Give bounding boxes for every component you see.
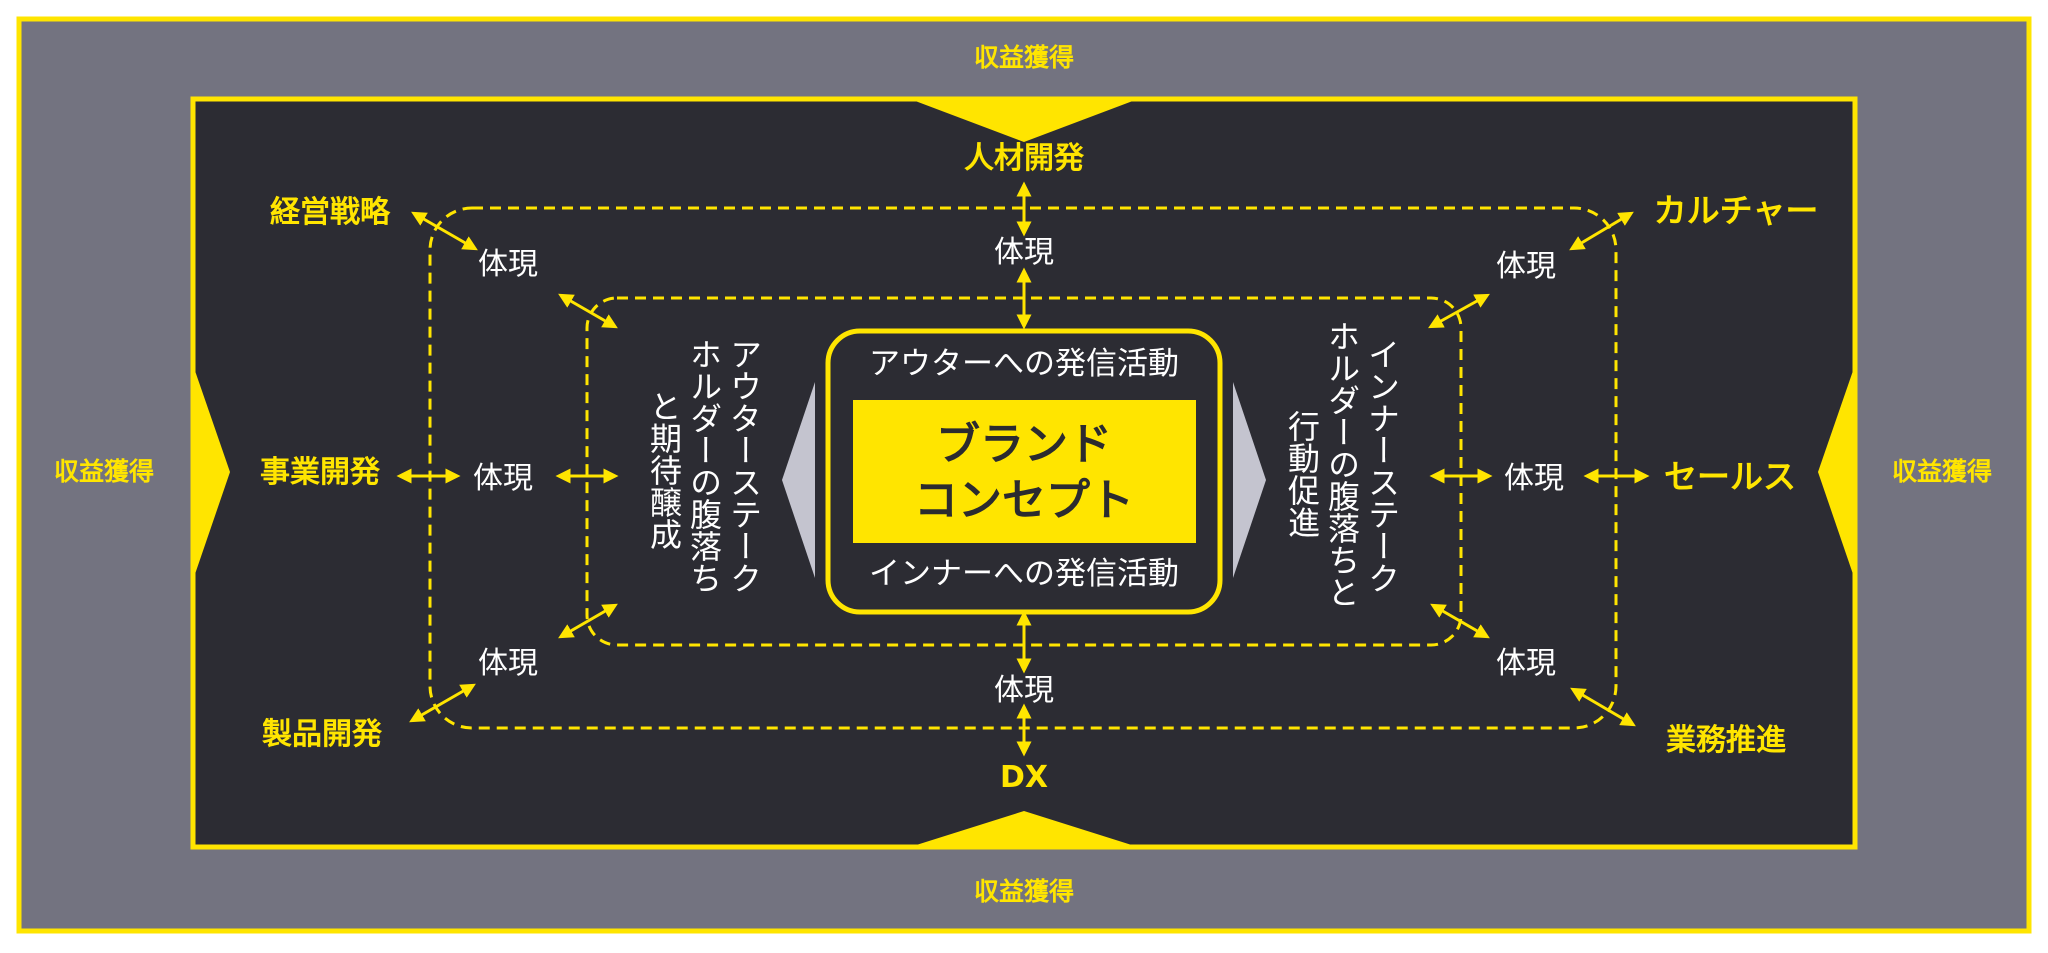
arrow-tr-outer — [1569, 211, 1634, 251]
domain-culture: カルチャー — [1654, 191, 1819, 230]
domain-product-development: 製品開発 — [262, 717, 383, 752]
domain-operations: 業務推進 — [1666, 723, 1786, 758]
embody-label-bottom-right: 体現 — [1496, 646, 1556, 681]
right-wedge — [1818, 365, 1855, 580]
embody-label-top: 体現 — [994, 235, 1054, 270]
bottom-wedge — [910, 811, 1138, 847]
outer-label-bottom: 収益獲得 — [974, 877, 1074, 906]
embody-label-bottom-left: 体現 — [478, 646, 538, 681]
domain-dx: DX — [1000, 760, 1048, 795]
brand-concept-line1: ブランド — [936, 419, 1112, 470]
inner-stakeholder-line2: ホルダーの腹落ちと — [1323, 320, 1361, 608]
arrow-bl-inner — [558, 603, 618, 639]
embody-label-right: 体現 — [1504, 461, 1564, 496]
brand-concept-box — [853, 400, 1196, 543]
brand-concept-line2: コンセプト — [914, 475, 1134, 526]
domain-hr-development: 人材開発 — [964, 141, 1085, 176]
domain-business-development: 事業開発 — [260, 455, 381, 490]
arrow-tl-outer — [411, 211, 478, 251]
right-core-wedge — [1233, 382, 1266, 578]
inner-activity-label: インナーへの発信活動 — [869, 556, 1179, 592]
arrow-bl-outer — [409, 683, 476, 723]
arrow-tr-inner — [1428, 293, 1490, 329]
arrow-br-inner — [1430, 603, 1490, 639]
domain-sales: セールス — [1664, 457, 1796, 496]
inner-stakeholder-text: インナーステーク ホルダーの腹落ちと 行動促進 — [1283, 320, 1401, 608]
arrow-br-outer — [1570, 687, 1636, 727]
inner-stakeholder-line1: インナーステーク — [1363, 338, 1401, 594]
outer-activity-label: アウターへの発信活動 — [869, 346, 1179, 382]
outer-label-left: 収益獲得 — [54, 457, 154, 486]
left-wedge — [193, 365, 230, 580]
inner-stakeholder-line3: 行動促進 — [1283, 410, 1321, 538]
arrow-tl-inner — [558, 293, 618, 329]
top-wedge — [910, 99, 1138, 142]
embody-label-top-left: 体現 — [478, 247, 538, 282]
embody-label-bottom: 体現 — [994, 673, 1054, 708]
left-core-wedge — [782, 382, 815, 578]
outer-label-top: 収益獲得 — [974, 43, 1074, 72]
outer-stakeholder-text: アウターステーク ホルダーの腹落ち と期待醸成 — [645, 338, 763, 594]
domain-management-strategy: 経営戦略 — [270, 195, 391, 230]
outer-stakeholder-line1: アウターステーク — [725, 338, 763, 594]
embody-label-top-right: 体現 — [1496, 249, 1556, 284]
outer-stakeholder-line2: ホルダーの腹落ち — [685, 338, 723, 594]
outer-label-right: 収益獲得 — [1892, 457, 1992, 486]
outer-stakeholder-line3: と期待醸成 — [645, 390, 683, 550]
embody-label-left: 体現 — [473, 461, 533, 496]
